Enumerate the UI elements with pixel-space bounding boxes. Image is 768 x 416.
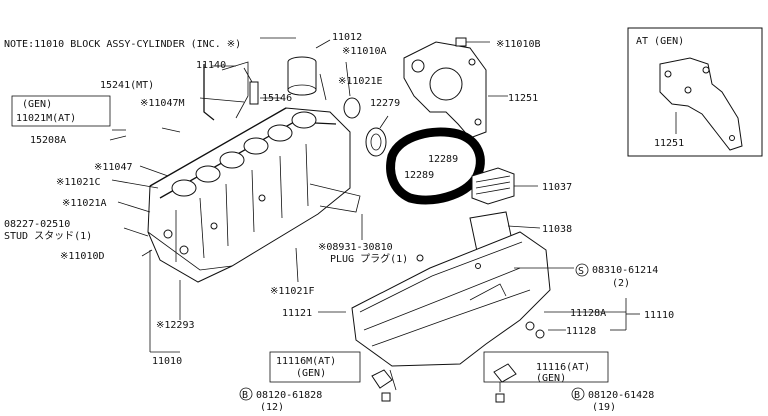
label-11038: 11038 [542,224,572,235]
label-11010: 11010 [152,356,182,367]
plug-11128 [525,321,535,331]
dipstick-11140 [203,64,215,121]
note-text: NOTE:11010 BLOCK ASSY-CYLINDER (INC. ※) [4,39,241,50]
label-11010B: ※11010B [496,39,541,50]
label-11110: 11110 [644,310,674,321]
seal-12279 [365,127,387,157]
label-11010D: ※11010D [60,251,105,262]
label-11021A: ※11021A [62,198,107,209]
label-stud: STUD スタッド(1) [4,230,92,242]
label-12279: 12279 [370,98,400,109]
at-box-right [483,351,609,383]
label-11012: 11012 [332,32,362,43]
sensor-15146 [249,81,259,105]
highlight-scribble [386,127,485,205]
label-11047M: ※11047M [140,98,185,109]
label-11121: 11121 [282,308,312,319]
inset-box [627,27,763,157]
label-gen-2: (GEN) [296,368,326,379]
label-11021C: ※11021C [56,177,101,188]
sleeve-11012 [287,56,317,96]
label-12293: ※12293 [156,320,194,331]
label-11251: 11251 [508,93,538,104]
label-08931: ※08931-30810 [318,242,393,253]
label-12289-b: 12289 [404,170,434,181]
inset-part-label: 11251 [654,138,684,149]
label-11010A: ※11010A [342,46,387,57]
at-box-left [269,351,361,383]
label-11116: 11116(AT) [536,362,590,373]
label-11047: ※11047 [94,162,132,173]
inset-title: AT (GEN) [636,36,684,47]
label-gen-3: (GEN) [536,373,566,384]
label-11140: 11140 [196,60,226,71]
circle-s: S [578,266,584,277]
label-08227: 08227-02510 [4,219,70,230]
label-plug: PLUG プラグ(1) [330,252,408,265]
oil-pan-11110 [351,231,551,367]
cap-11021E [343,97,361,119]
gen-box [11,95,111,127]
label-gen: (GEN) [22,99,52,110]
label-11037: 11037 [542,182,572,193]
label-15208A: 15208A [30,135,66,146]
label-08120-b-qty: (19) [592,402,616,411]
cylinder-block [147,107,361,283]
label-11021M: 11021M(AT) [16,113,76,124]
inset-plate-11251 [659,57,743,151]
strainer-11037 [471,167,515,205]
label-11021E: ※11021E [338,76,383,87]
label-15241: 15241(MT) [100,80,154,91]
label-08310-qty: (2) [612,278,630,289]
label-08120-b: 08120-61428 [588,390,654,401]
label-08120-a-qty: (12) [260,402,284,411]
label-08120-a: 08120-61828 [256,390,322,401]
label-11116M: 11116M(AT) [276,356,336,367]
label-11128: 11128 [566,326,596,337]
circle-b-right: B [574,390,580,401]
rear-plate-11251 [403,41,487,139]
label-08310: 08310-61214 [592,265,658,276]
bracket-11116M [371,369,393,389]
bracket-11116 [493,363,517,383]
circle-b-left: B [242,390,248,401]
label-11021F: ※11021F [270,286,315,297]
label-11128A: 11128A [570,308,606,319]
label-12289-a: 12289 [428,154,458,165]
label-15146: 15146 [262,93,292,104]
